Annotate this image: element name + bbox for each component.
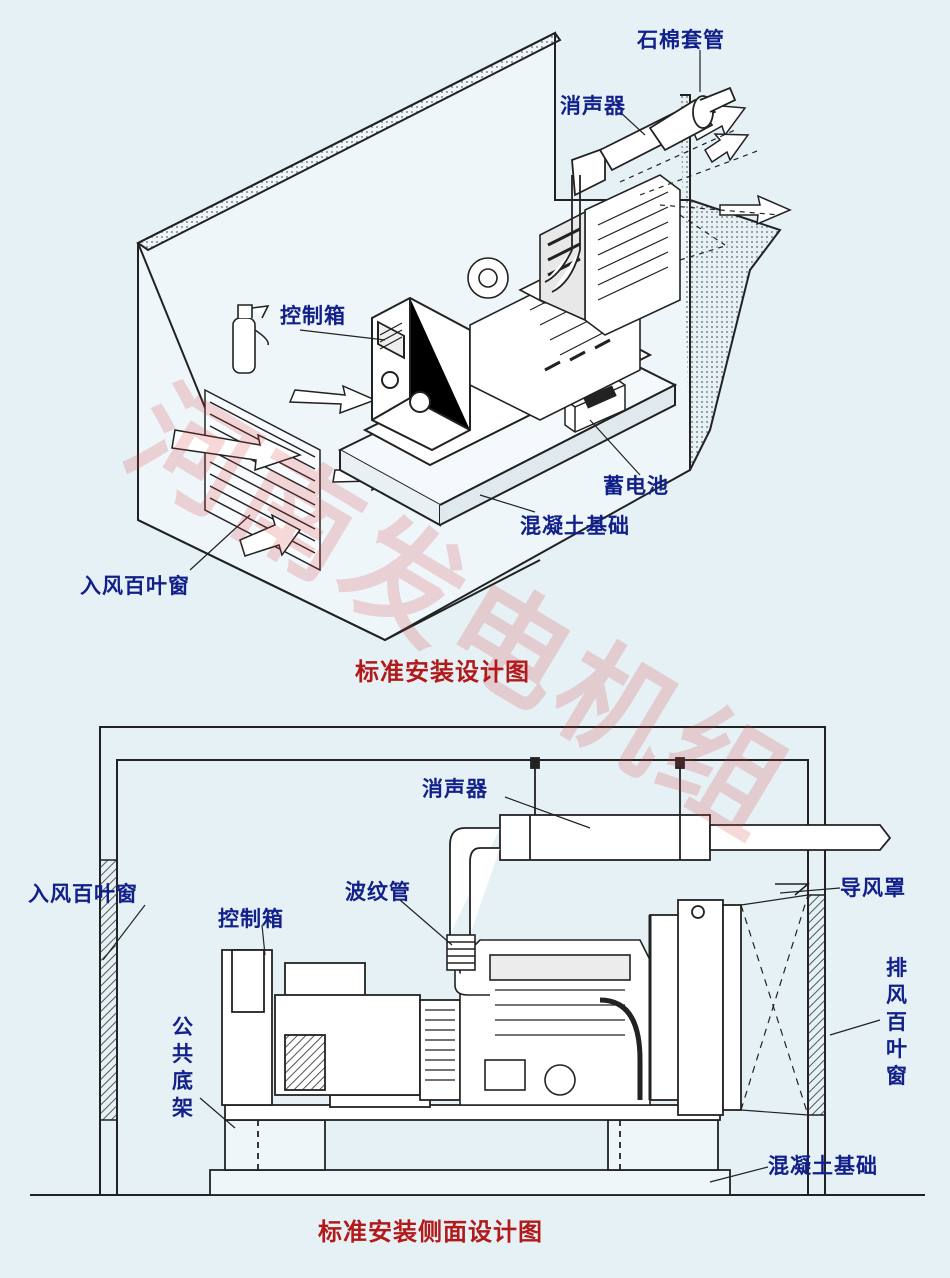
label-battery-top: 蓄电池 — [603, 474, 669, 498]
label-exhaust-louver: 排风百叶窗 — [886, 956, 908, 1088]
bottom-bellows — [446, 934, 490, 996]
label-control-box-bottom: 控制箱 — [218, 907, 284, 931]
bottom-concrete-foundation — [209, 1119, 731, 1196]
label-muffler-bottom: 消声器 — [422, 777, 488, 801]
bottom-exhaust-louver — [807, 894, 826, 1116]
label-air-guide-hood: 导风罩 — [840, 876, 906, 900]
label-concrete-foundation-bottom: 混凝土基础 — [768, 1154, 878, 1178]
label-asbestos-sleeve: 石棉套管 — [637, 28, 725, 52]
top-radiator — [539, 129, 781, 336]
top-airflow-arrows — [171, 104, 792, 557]
top-muffler — [544, 86, 737, 293]
label-muffler-top: 消声器 — [560, 94, 626, 118]
top-battery — [564, 377, 626, 433]
bottom-intake-louver — [99, 859, 118, 1121]
label-concrete-foundation-top: 混凝土基础 — [520, 514, 630, 538]
label-common-base: 公共底架 — [172, 1015, 194, 1120]
bottom-muffler — [449, 757, 892, 935]
caption-bottom: 标准安装侧面设计图 — [318, 1218, 543, 1246]
bottom-air-guide-hood — [740, 883, 811, 1116]
label-control-box-top: 控制箱 — [280, 304, 346, 328]
label-bellows: 波纹管 — [345, 880, 411, 904]
top-control-box — [371, 296, 471, 452]
bottom-control-box — [221, 949, 273, 1106]
bottom-generator — [274, 962, 461, 1101]
bottom-radiator — [648, 899, 742, 1116]
bottom-engine — [459, 939, 651, 1106]
top-leader-lines — [189, 50, 701, 571]
caption-top: 标准安装设计图 — [355, 658, 530, 686]
top-fire-extinguisher — [232, 304, 270, 374]
label-intake-louver-bottom: 入风百叶窗 — [28, 882, 138, 906]
bottom-leader-lines — [102, 796, 881, 1183]
label-intake-louver-top: 入风百叶窗 — [80, 574, 190, 598]
